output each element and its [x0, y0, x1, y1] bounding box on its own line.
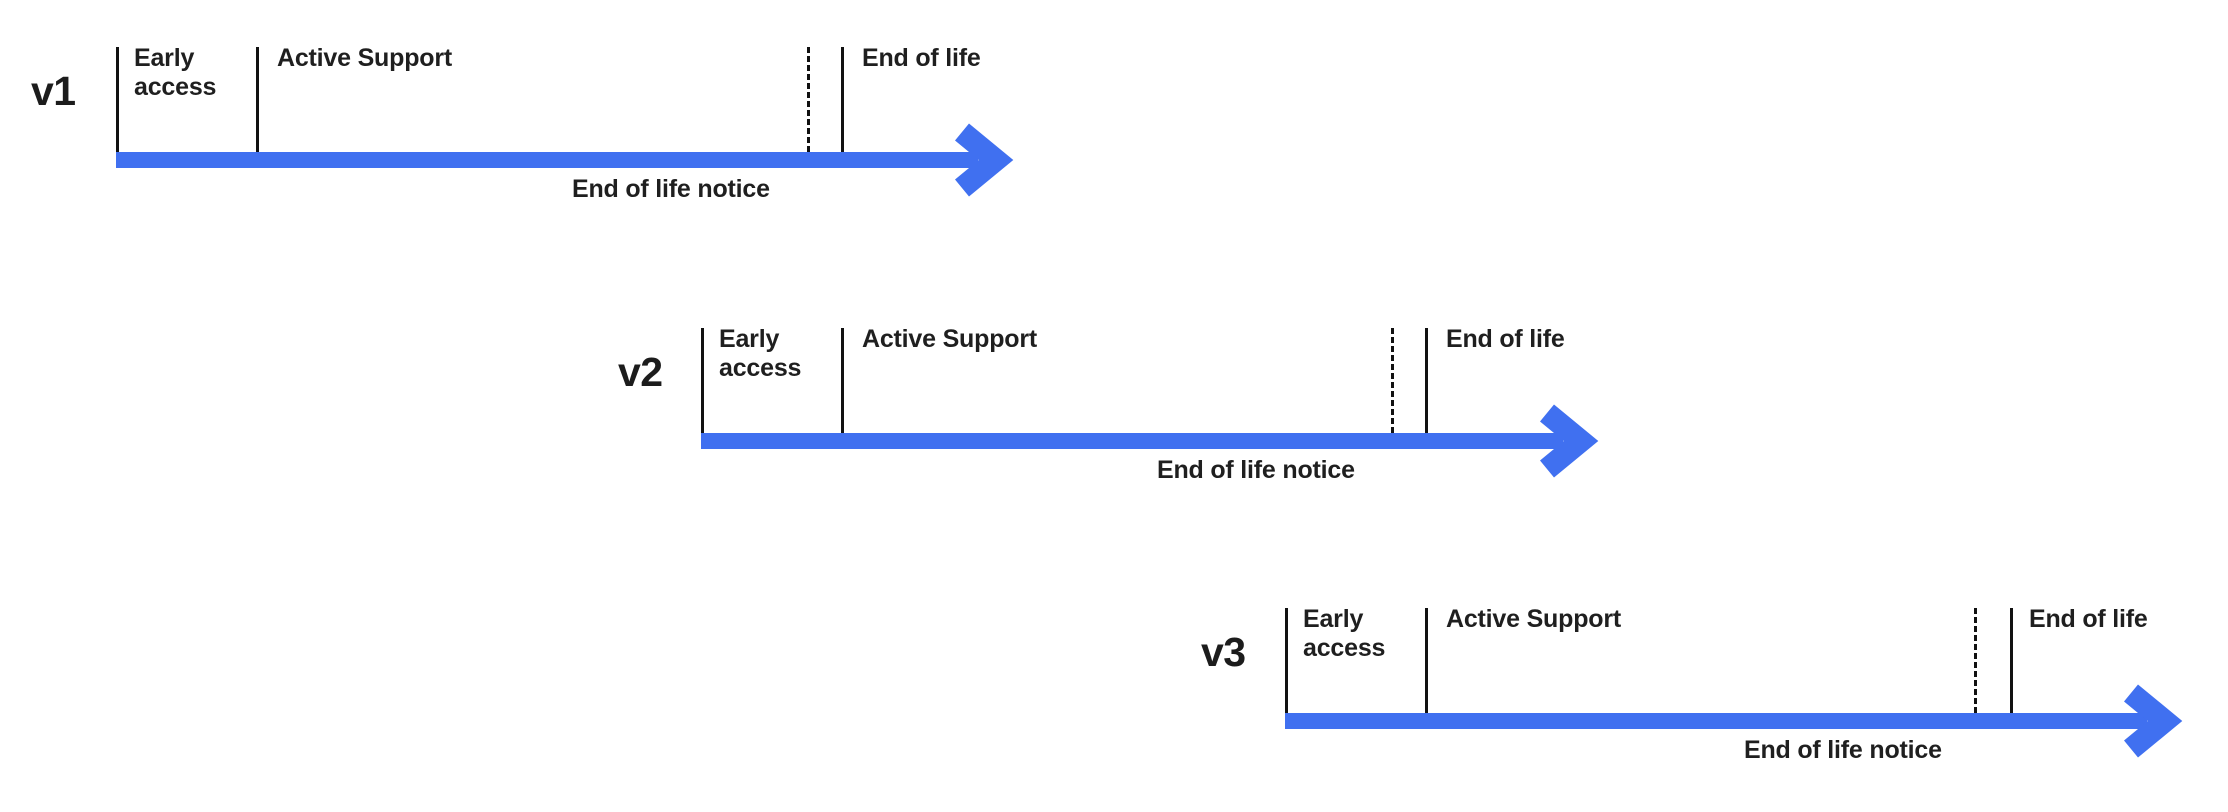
timeline-row-v1: v1 Early access Active Support End of li… — [0, 0, 1100, 230]
timeline-row-v3: v3 Early access Active Support End of li… — [0, 561, 2228, 791]
phase-divider-start-v3 — [1285, 608, 1288, 714]
eol-notice-label-v1: End of life notice — [572, 175, 770, 203]
phase-divider-start-v1 — [116, 47, 119, 153]
timeline-bar-v2 — [701, 433, 1563, 449]
phase-label-early-access-v2: Early access — [719, 325, 802, 382]
phase-divider-early-active-v1 — [256, 47, 259, 153]
eol-notice-label-v2: End of life notice — [1157, 456, 1355, 484]
eol-notice-marker-v1 — [807, 47, 810, 152]
phase-label-end-of-life-v1: End of life — [862, 44, 981, 72]
phase-divider-early-active-v2 — [841, 328, 844, 434]
timeline-bar-v3 — [1285, 713, 2147, 729]
phase-label-early-access-v3: Early access — [1303, 605, 1386, 662]
phase-divider-start-v2 — [701, 328, 704, 434]
eol-notice-marker-v3 — [1974, 608, 1977, 713]
phase-divider-early-active-v3 — [1425, 608, 1428, 714]
timeline-row-v2: v2 Early access Active Support End of li… — [0, 281, 1700, 511]
timeline-arrow-head-v1 — [955, 123, 1024, 197]
version-label-v3: v3 — [1201, 629, 1246, 675]
timeline-arrow-head-v3 — [2124, 684, 2193, 758]
phase-label-active-support-v2: Active Support — [862, 325, 1037, 353]
timeline-bar-v1 — [116, 152, 978, 168]
version-label-v2: v2 — [618, 349, 663, 395]
timeline-arrow-head-v2 — [1540, 404, 1609, 478]
phase-label-active-support-v1: Active Support — [277, 44, 452, 72]
phase-divider-active-eol-v3 — [2010, 608, 2013, 714]
phase-divider-active-eol-v1 — [841, 47, 844, 153]
eol-notice-label-v3: End of life notice — [1744, 736, 1942, 764]
eol-notice-marker-v2 — [1391, 328, 1394, 433]
phase-label-end-of-life-v2: End of life — [1446, 325, 1565, 353]
phase-label-end-of-life-v3: End of life — [2029, 605, 2148, 633]
phase-divider-active-eol-v2 — [1425, 328, 1428, 434]
phase-label-active-support-v3: Active Support — [1446, 605, 1621, 633]
phase-label-early-access-v1: Early access — [134, 44, 217, 101]
version-label-v1: v1 — [31, 68, 76, 114]
